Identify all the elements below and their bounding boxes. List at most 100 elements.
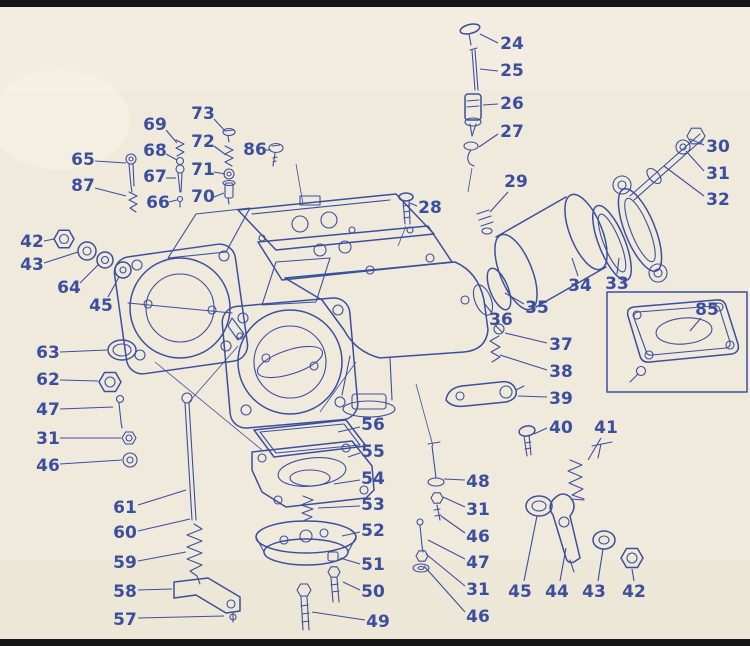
- leader-line-51-49: [339, 557, 361, 565]
- leader-line-70-23: [213, 192, 225, 198]
- callout-label-69-24: 69: [143, 115, 167, 135]
- callout-label-70-23: 70: [191, 187, 215, 207]
- leader-line-61-39: [137, 489, 187, 506]
- callout-label-50-50: 50: [361, 582, 385, 602]
- callout-label-25-1: 25: [500, 61, 524, 81]
- callout-label-34-9: 34: [568, 276, 592, 296]
- leader-line-71-22: [213, 171, 226, 175]
- leader-line-49-51: [311, 611, 366, 621]
- callout-label-53-47: 53: [361, 495, 385, 515]
- washer-43-right: [592, 530, 616, 550]
- leader-line-46-57: [423, 565, 466, 613]
- callout-label-61-39: 61: [113, 498, 137, 518]
- washer-45-right: [525, 495, 553, 517]
- callout-label-39-15: 39: [549, 389, 573, 409]
- leader-line-28-8: [409, 202, 418, 207]
- callout-label-55-45: 55: [361, 442, 385, 462]
- leader-line-41-17: [587, 437, 602, 461]
- leader-line-48-52: [443, 478, 466, 481]
- needle-stack-47-lower: [412, 518, 430, 573]
- callout-label-36-12: 36: [489, 310, 513, 330]
- callout-label-29-7: 29: [504, 172, 528, 192]
- callout-label-85-18: 85: [695, 300, 719, 320]
- rod-61: [181, 392, 197, 521]
- float-bowl-assembly: [251, 419, 375, 631]
- linkage-lever-39: [445, 380, 525, 408]
- callout-label-33-10: 33: [605, 274, 629, 294]
- leader-line-69-24: [165, 129, 178, 144]
- callout-label-62-35: 62: [36, 370, 60, 390]
- leader-line-56-44: [337, 426, 361, 433]
- callout-label-46-57: 46: [466, 607, 490, 627]
- callout-label-64-32: 64: [57, 278, 81, 298]
- spring-87: [128, 191, 138, 213]
- callout-label-31-56: 31: [466, 580, 490, 600]
- plug-62: [98, 371, 122, 393]
- callout-label-44-59: 44: [545, 582, 569, 602]
- leader-line-31-56: [425, 553, 466, 587]
- leader-line-40-16: [533, 427, 548, 435]
- leader-line-45-33: [107, 276, 120, 298]
- callout-label-41-17: 41: [594, 418, 618, 438]
- leader-line-53-47: [317, 505, 361, 509]
- leader-line-42-30: [43, 238, 55, 242]
- callout-label-67-26: 67: [143, 167, 167, 187]
- pin-57: [229, 611, 237, 623]
- leader-line-39-15: [517, 395, 548, 398]
- callout-label-51-49: 51: [361, 555, 385, 575]
- leader-line-31-5: [685, 150, 705, 172]
- callout-label-31-53: 31: [466, 500, 490, 520]
- leader-line-35-11: [504, 292, 525, 305]
- callout-label-45-33: 45: [89, 296, 113, 316]
- leader-line-85-18: [689, 317, 702, 332]
- callout-label-65-28: 65: [71, 150, 95, 170]
- leader-line-43-60: [597, 548, 604, 582]
- callout-label-73-20: 73: [191, 104, 215, 124]
- spring-59: [186, 523, 203, 585]
- leader-line-60-40: [137, 518, 191, 532]
- leader-line-73-20: [213, 118, 226, 132]
- callout-label-31-5: 31: [706, 164, 730, 184]
- leader-line-72-21: [213, 145, 227, 156]
- leader-line-45-58: [523, 515, 538, 582]
- needle-47-left: [115, 394, 125, 429]
- leader-line-55-45: [347, 452, 361, 458]
- leader-line-38-14: [499, 354, 548, 371]
- screw-stack-48: [427, 441, 445, 521]
- leader-line-32-6: [663, 165, 705, 197]
- callout-label-57-43: 57: [113, 610, 137, 630]
- leader-line-46-38: [59, 459, 123, 465]
- bolt-40: [518, 425, 536, 457]
- callout-label-48-52: 48: [466, 472, 490, 492]
- leader-line-58-42: [137, 588, 173, 591]
- callout-label-42-30: 42: [20, 232, 44, 252]
- washer-stack-29: [476, 209, 494, 235]
- leader-line-24-0: [479, 33, 499, 44]
- callout-label-47-55: 47: [466, 553, 490, 573]
- leader-line-36-12: [483, 302, 493, 314]
- assembly-guide-lines: [154, 163, 473, 451]
- callout-label-46-54: 46: [466, 527, 490, 547]
- callout-label-47-36: 47: [36, 400, 60, 420]
- leader-line-50-50: [342, 581, 361, 591]
- screw-spring-37-38: [489, 323, 505, 363]
- leader-line-27-3: [478, 133, 499, 148]
- leader-line-47-55: [427, 539, 466, 560]
- washer-64: [96, 251, 114, 269]
- callout-label-35-11: 35: [525, 298, 549, 318]
- seal-ring-63: [107, 339, 137, 361]
- callout-label-59-41: 59: [113, 553, 137, 573]
- callout-label-27-3: 27: [500, 122, 524, 142]
- leader-line-29-7: [489, 191, 509, 213]
- leader-line-64-32: [79, 263, 100, 284]
- inset-box-85: [606, 291, 748, 393]
- leader-line-52-48: [341, 531, 361, 537]
- leader-line-66-27: [168, 199, 178, 203]
- callout-label-52-48: 52: [361, 521, 385, 541]
- leader-line-68-25: [165, 153, 178, 161]
- callout-label-31-37: 31: [36, 429, 60, 449]
- callout-label-86-19: 86: [243, 140, 267, 160]
